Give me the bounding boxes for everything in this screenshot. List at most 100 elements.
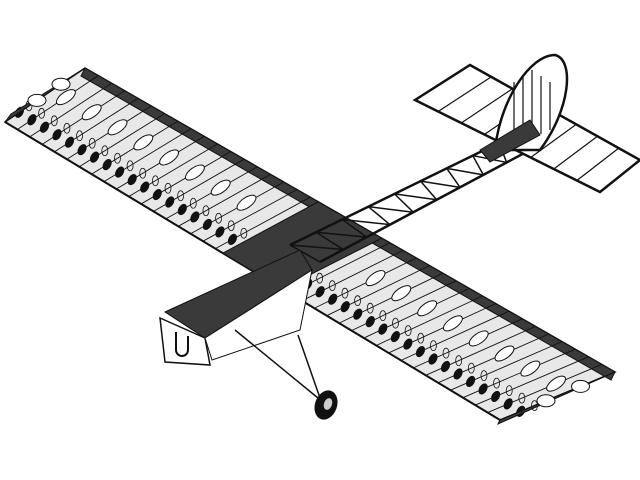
rib-lightening-hole [126,160,134,172]
wing-bay-hole [520,360,541,377]
rib-cap-hole [102,159,112,171]
gear-strut-front [234,329,319,399]
rib-lightening-hole [455,355,463,367]
fuselage-diagonal [316,231,367,238]
wing-bay-hole [417,300,438,317]
stabilizer-rib [460,88,513,124]
wing-bay-hole [55,89,76,106]
rib-cap-hole [440,360,451,373]
rib-lightening-hole [354,295,361,307]
rib-cap-hole [403,338,413,350]
rib-cap-hole [415,345,426,358]
rib-cap-hole [465,375,476,388]
rib-cap-hole [503,398,513,410]
rib-lightening-hole [505,385,513,397]
rib-cap-hole [365,316,375,328]
wingtip-hole [536,394,556,408]
rib-lightening-hole [480,370,488,382]
wing-bay-hole [107,119,128,136]
bottom-longeron [319,148,531,264]
rib-lightening-hole [177,190,185,202]
wing-bay-hole [365,270,386,287]
fuselage-side [204,268,313,361]
rib-lightening-hole [442,347,450,359]
rib-lightening-hole [392,317,399,329]
rib-lightening-hole [76,130,83,142]
wingtip-hole [51,77,71,91]
rib-cap-hole [378,323,388,335]
fuselage-upright [446,167,461,188]
rib-lightening-hole [467,362,475,374]
stabilizer-rib [530,123,577,158]
rib-cap-hole [27,114,37,126]
rib-lightening-hole [50,115,58,127]
fuselage-upright [393,193,414,213]
rib-lightening-hole [101,145,109,157]
wing-bay-hole [184,164,205,181]
rib-lightening-hole [240,227,248,239]
rib-cap-hole [127,174,137,186]
rib-lightening-hole [189,197,197,209]
rib-cap-hole [202,218,212,231]
landing-gear [234,329,338,420]
rib-lightening-hole [227,220,235,232]
fuselage-upright [315,231,344,251]
rib-lightening-hole [215,212,222,224]
rib-cap-hole [165,196,175,208]
fuselage-upright [367,206,391,226]
rib-lightening-hole [38,107,46,119]
gear-strut-rear [297,334,321,399]
engine-mount-cutout [175,332,189,357]
rib-cap-hole [340,301,350,313]
wing-bay-hole [210,179,231,196]
fuselage-diagonal [420,180,461,189]
rib-lightening-hole [404,325,412,337]
rib-lightening-hole [328,280,336,292]
fuselage-diagonal [446,167,484,176]
fuselage-diagonal [368,205,414,213]
rib-lightening-hole [114,152,121,164]
rib-cap-hole [190,211,200,223]
rib-lightening-hole [139,167,147,179]
rib-cap-hole [52,129,62,141]
rib-cap-hole [39,121,50,133]
rib-lightening-hole [417,332,425,344]
rib-lightening-hole [63,122,71,134]
stabilizer-rib [553,135,598,170]
wheel-hub [323,398,333,410]
wing-bay-hole [81,104,102,121]
wing-bay-hole [236,194,257,211]
rib-cap-hole [390,331,400,343]
rib-cap-hole [215,226,225,238]
wing-bay-hole [442,315,463,332]
tail-assembly [412,53,640,194]
wingtip-hole [27,93,47,107]
rib-cap-hole [353,308,363,320]
wing-bay-hole [391,285,412,302]
wingtip-hole [571,379,590,393]
rib-lightening-hole [341,287,349,299]
rib-cap-hole [428,353,438,365]
fuselage-upright [472,155,484,176]
fuselage-diagonal [342,218,391,226]
rib-cap-hole [115,166,125,178]
wing-bay-hole [133,134,154,151]
fuselage-upright [341,218,368,238]
rib-cap-hole [328,293,338,305]
vertical-fin [493,53,569,152]
fuselage-diagonal [289,244,344,251]
rib-cap-hole [478,383,488,395]
rib-lightening-hole [316,272,324,284]
fuselage-diagonal [394,193,437,201]
rib-lightening-hole [379,310,387,322]
rib-cap-hole [177,203,187,216]
rib-cap-hole [77,144,87,156]
rib-cap-hole [140,181,150,193]
rib-lightening-hole [202,205,210,217]
stabilizer-rib [437,76,492,113]
rib-cap-hole [152,188,162,201]
rib-lightening-hole [493,377,500,389]
rib-cap-hole [227,233,238,245]
stabilizer-rib [576,147,620,181]
